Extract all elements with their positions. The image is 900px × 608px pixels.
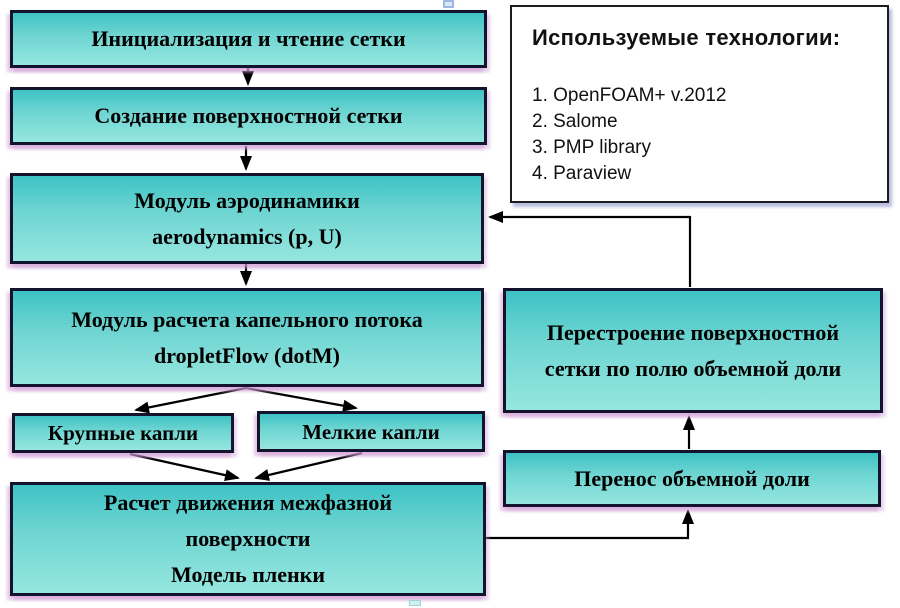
selection-handle-top: [443, 0, 454, 8]
node-label-line1: Перестроение поверхностной: [546, 319, 840, 345]
node-label: Перенос объемной доли: [574, 465, 810, 491]
arrow-droplet-to-large-drops: [134, 386, 247, 414]
selection-handle-bottom: [409, 600, 421, 606]
arrow-rebuild-to-aero: [488, 211, 692, 287]
node-label: Инициализация и чтение сетки: [91, 26, 406, 51]
node-label-line1: Модуль расчета капельного потока: [71, 306, 423, 332]
node-label-line1: Расчет движения межфазной: [103, 490, 393, 515]
tech-item-paraview: 4. Paraview: [532, 163, 632, 184]
node-rebuild-surface-mesh: Перестроение поверхностной сетки по полю…: [503, 288, 883, 413]
tech-panel-title: Используемые технологии:: [532, 25, 841, 50]
arrow-interface-to-transfer: [486, 509, 694, 540]
node-aerodynamics-module: Модуль аэродинамики aerodynamics (p, U): [10, 173, 484, 264]
node-label: Крупные капли: [47, 421, 199, 445]
node-volume-fraction-transfer: Перенос объемной доли: [503, 450, 881, 507]
node-droplet-flow-module: Модуль расчета капельного потока droplet…: [10, 288, 484, 387]
node-label-line2: сетки по полю объемной доли: [544, 355, 842, 381]
tech-list: 1. OpenFOAM+ v.2012 2. Salome 3. PMP lib…: [532, 83, 877, 187]
node-label-line3: Модель пленки: [170, 562, 326, 587]
node-label-line2: dropletFlow (dotM): [154, 342, 340, 368]
node-label-line2: aerodynamics (p, U): [152, 223, 342, 249]
tech-item-salome: 2. Salome: [532, 111, 618, 132]
node-label: Мелкие капли: [302, 419, 440, 444]
node-small-drops: Мелкие капли: [257, 411, 485, 452]
tech-item-pmp-library: 3. PMP library: [532, 137, 651, 158]
node-label-line1: Модуль аэродинамики: [134, 187, 360, 213]
node-create-surface-mesh: Создание поверхностной сетки: [10, 87, 487, 145]
arrow-small-drops-to-interface: [254, 451, 363, 481]
arrow-large-drops-to-interface: [129, 452, 240, 482]
node-interface-motion: Расчет движения межфазной поверхности Мо…: [10, 482, 486, 596]
tech-item-openfoam: 1. OpenFOAM+ v.2012: [532, 85, 727, 106]
node-label: Создание поверхностной сетки: [94, 103, 403, 128]
arrow-droplet-to-small-drops: [245, 386, 358, 412]
node-init-mesh: Инициализация и чтение сетки: [10, 10, 487, 68]
tech-panel: Используемые технологии: 1. OpenFOAM+ v.…: [510, 5, 889, 203]
node-label-line2: поверхности: [185, 526, 311, 551]
node-large-drops: Крупные капли: [12, 413, 234, 453]
